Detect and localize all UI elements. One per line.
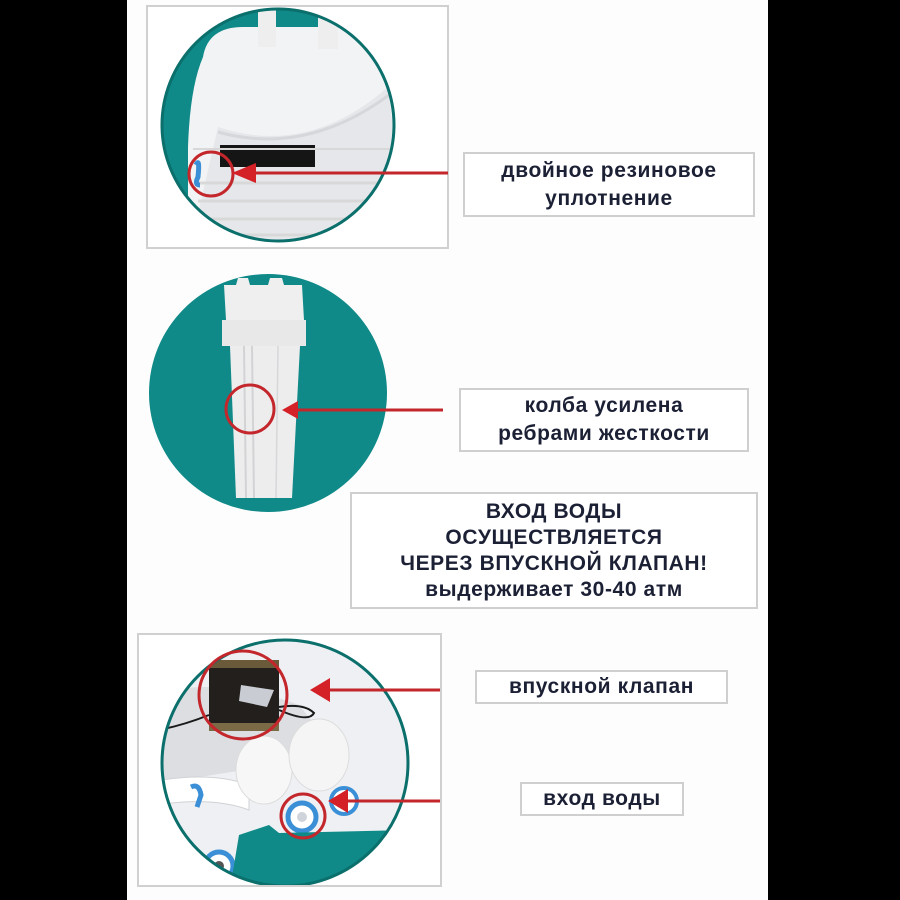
water-inlet-notice: ВХОД ВОДЫ ОСУЩЕСТВЛЯЕТСЯ ЧЕРЕЗ ВПУСКНОЙ …	[350, 492, 758, 609]
notice-line-4: выдерживает 30-40 атм	[425, 577, 683, 601]
seal-label-line-2: уплотнение	[545, 186, 673, 210]
notice-line-2: ОСУЩЕСТВЛЯЕТСЯ	[445, 525, 663, 549]
right-side-bar	[768, 0, 900, 900]
valve-label: впускной клапан	[475, 670, 728, 704]
water-inlet-highlight-circle	[279, 792, 327, 840]
inlet-photo-frame	[137, 633, 442, 887]
valve-highlight-circle	[197, 649, 289, 741]
seal-label-line-1: двойное резиновое	[501, 158, 717, 182]
valve-label-text: впускной клапан	[508, 675, 695, 698]
flask-label: колба усилена ребрами жесткости	[459, 388, 749, 452]
inlet-photo-illustration	[160, 638, 410, 885]
notice-line-3: ЧЕРЕЗ ВПУСКНОЙ КЛАПАН!	[400, 551, 708, 575]
water-inlet-label: вход воды	[520, 782, 684, 816]
seal-label: двойное резиновое уплотнение	[463, 152, 755, 217]
left-side-bar	[0, 0, 127, 900]
flask-label-line-1: колба усилена	[524, 394, 684, 417]
notice-line-1: ВХОД ВОДЫ	[485, 499, 623, 523]
flask-label-line-2: ребрами жесткости	[498, 422, 710, 445]
flask-highlight-circle	[224, 383, 276, 435]
water-inlet-label-text: вход воды	[543, 787, 661, 810]
